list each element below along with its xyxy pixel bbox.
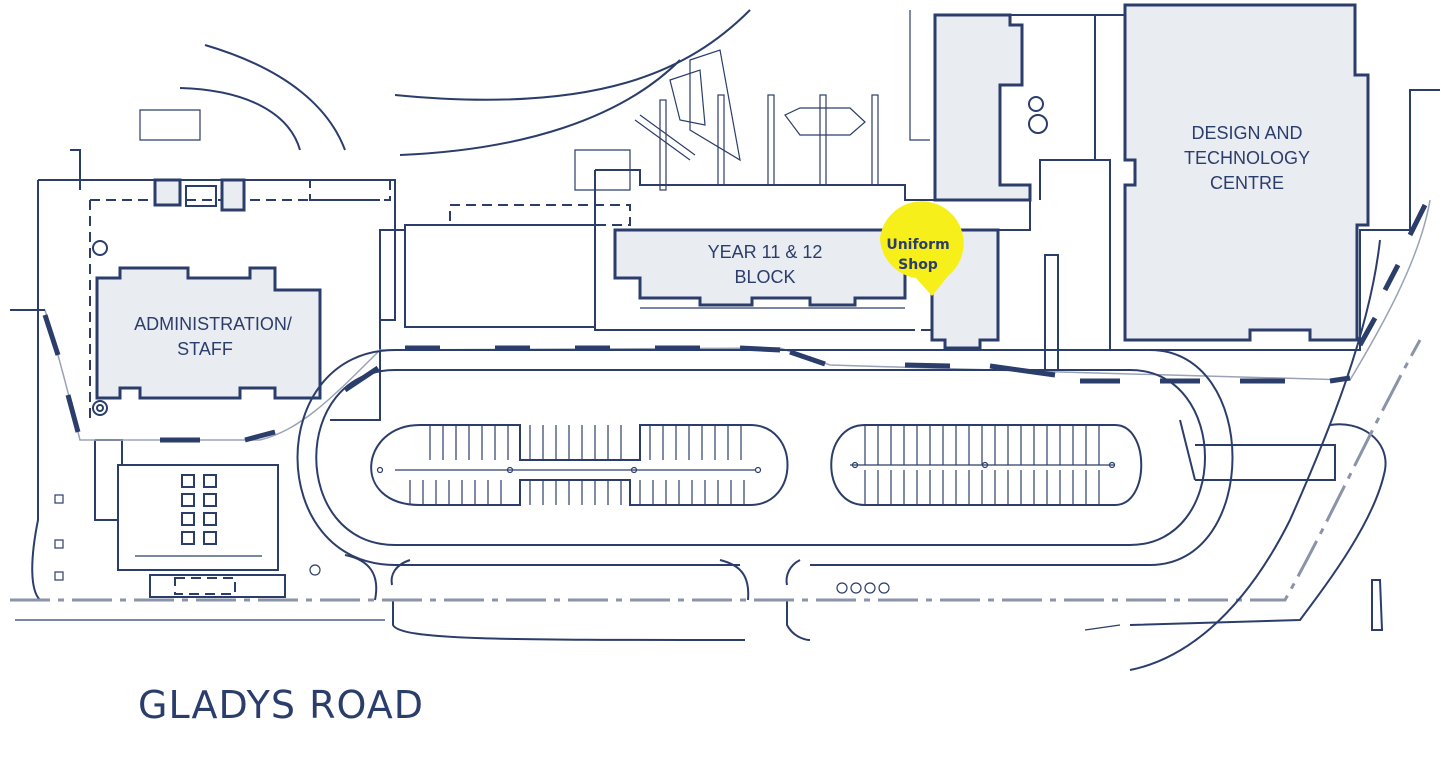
middle-building xyxy=(379,204,631,328)
entrances xyxy=(344,554,890,641)
marker-label-uniform: Uniform xyxy=(886,237,949,253)
hall-building xyxy=(94,439,321,598)
administration-building: ADMINISTRATION/ STAFF xyxy=(37,178,396,430)
centre-label: CENTRE xyxy=(1210,173,1284,193)
design-tech-building: DESIGN AND TECHNOLOGY CENTRE xyxy=(1044,3,1440,371)
landscape-curves xyxy=(139,9,751,156)
car-park xyxy=(296,349,1387,626)
design-label: DESIGN AND xyxy=(1191,123,1302,143)
west-perimeter xyxy=(10,149,385,621)
east-road xyxy=(1084,239,1384,671)
staff-label: STAFF xyxy=(177,339,233,359)
parking-bays xyxy=(409,425,1100,505)
year-block-label: YEAR 11 & 12 xyxy=(708,242,823,262)
marker-pin[interactable] xyxy=(880,201,964,296)
marker-label-shop: Shop xyxy=(898,257,938,273)
administration-label: ADMINISTRATION/ xyxy=(134,314,292,334)
technology-label: TECHNOLOGY xyxy=(1184,148,1310,168)
east-wing-building xyxy=(909,10,1096,202)
road-name-label: GLADYS ROAD xyxy=(138,683,424,727)
uniform-shop-marker[interactable]: Uniform Shop xyxy=(880,201,964,296)
walkway xyxy=(42,199,1431,443)
year-block-building: YEAR 11 & 12 BLOCK xyxy=(594,169,1031,331)
road-centre-line xyxy=(10,339,1422,602)
block-label: BLOCK xyxy=(734,267,795,287)
